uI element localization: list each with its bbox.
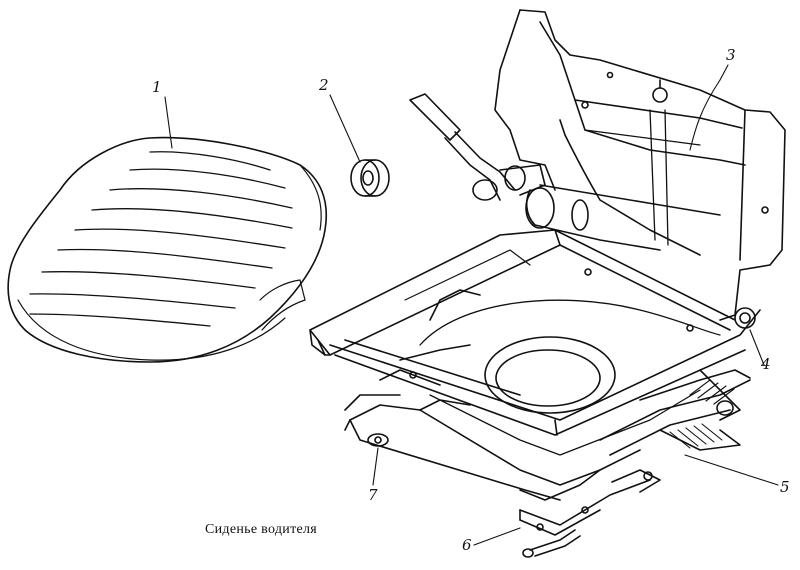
leader-lines <box>164 64 779 546</box>
seat-frame <box>309 9 786 456</box>
callout-2: 2 <box>319 76 329 94</box>
callout-1: 1 <box>152 78 162 96</box>
callout-7: 7 <box>368 486 378 504</box>
callout-5: 5 <box>780 478 790 496</box>
adjustment-nut <box>350 159 390 197</box>
callout-4: 4 <box>761 355 771 373</box>
suspension-base <box>344 344 751 558</box>
callout-3: 3 <box>726 46 736 64</box>
seat-cushion <box>7 136 327 363</box>
figure-caption: Сиденье водителя <box>205 522 318 537</box>
callout-6: 6 <box>462 536 472 554</box>
